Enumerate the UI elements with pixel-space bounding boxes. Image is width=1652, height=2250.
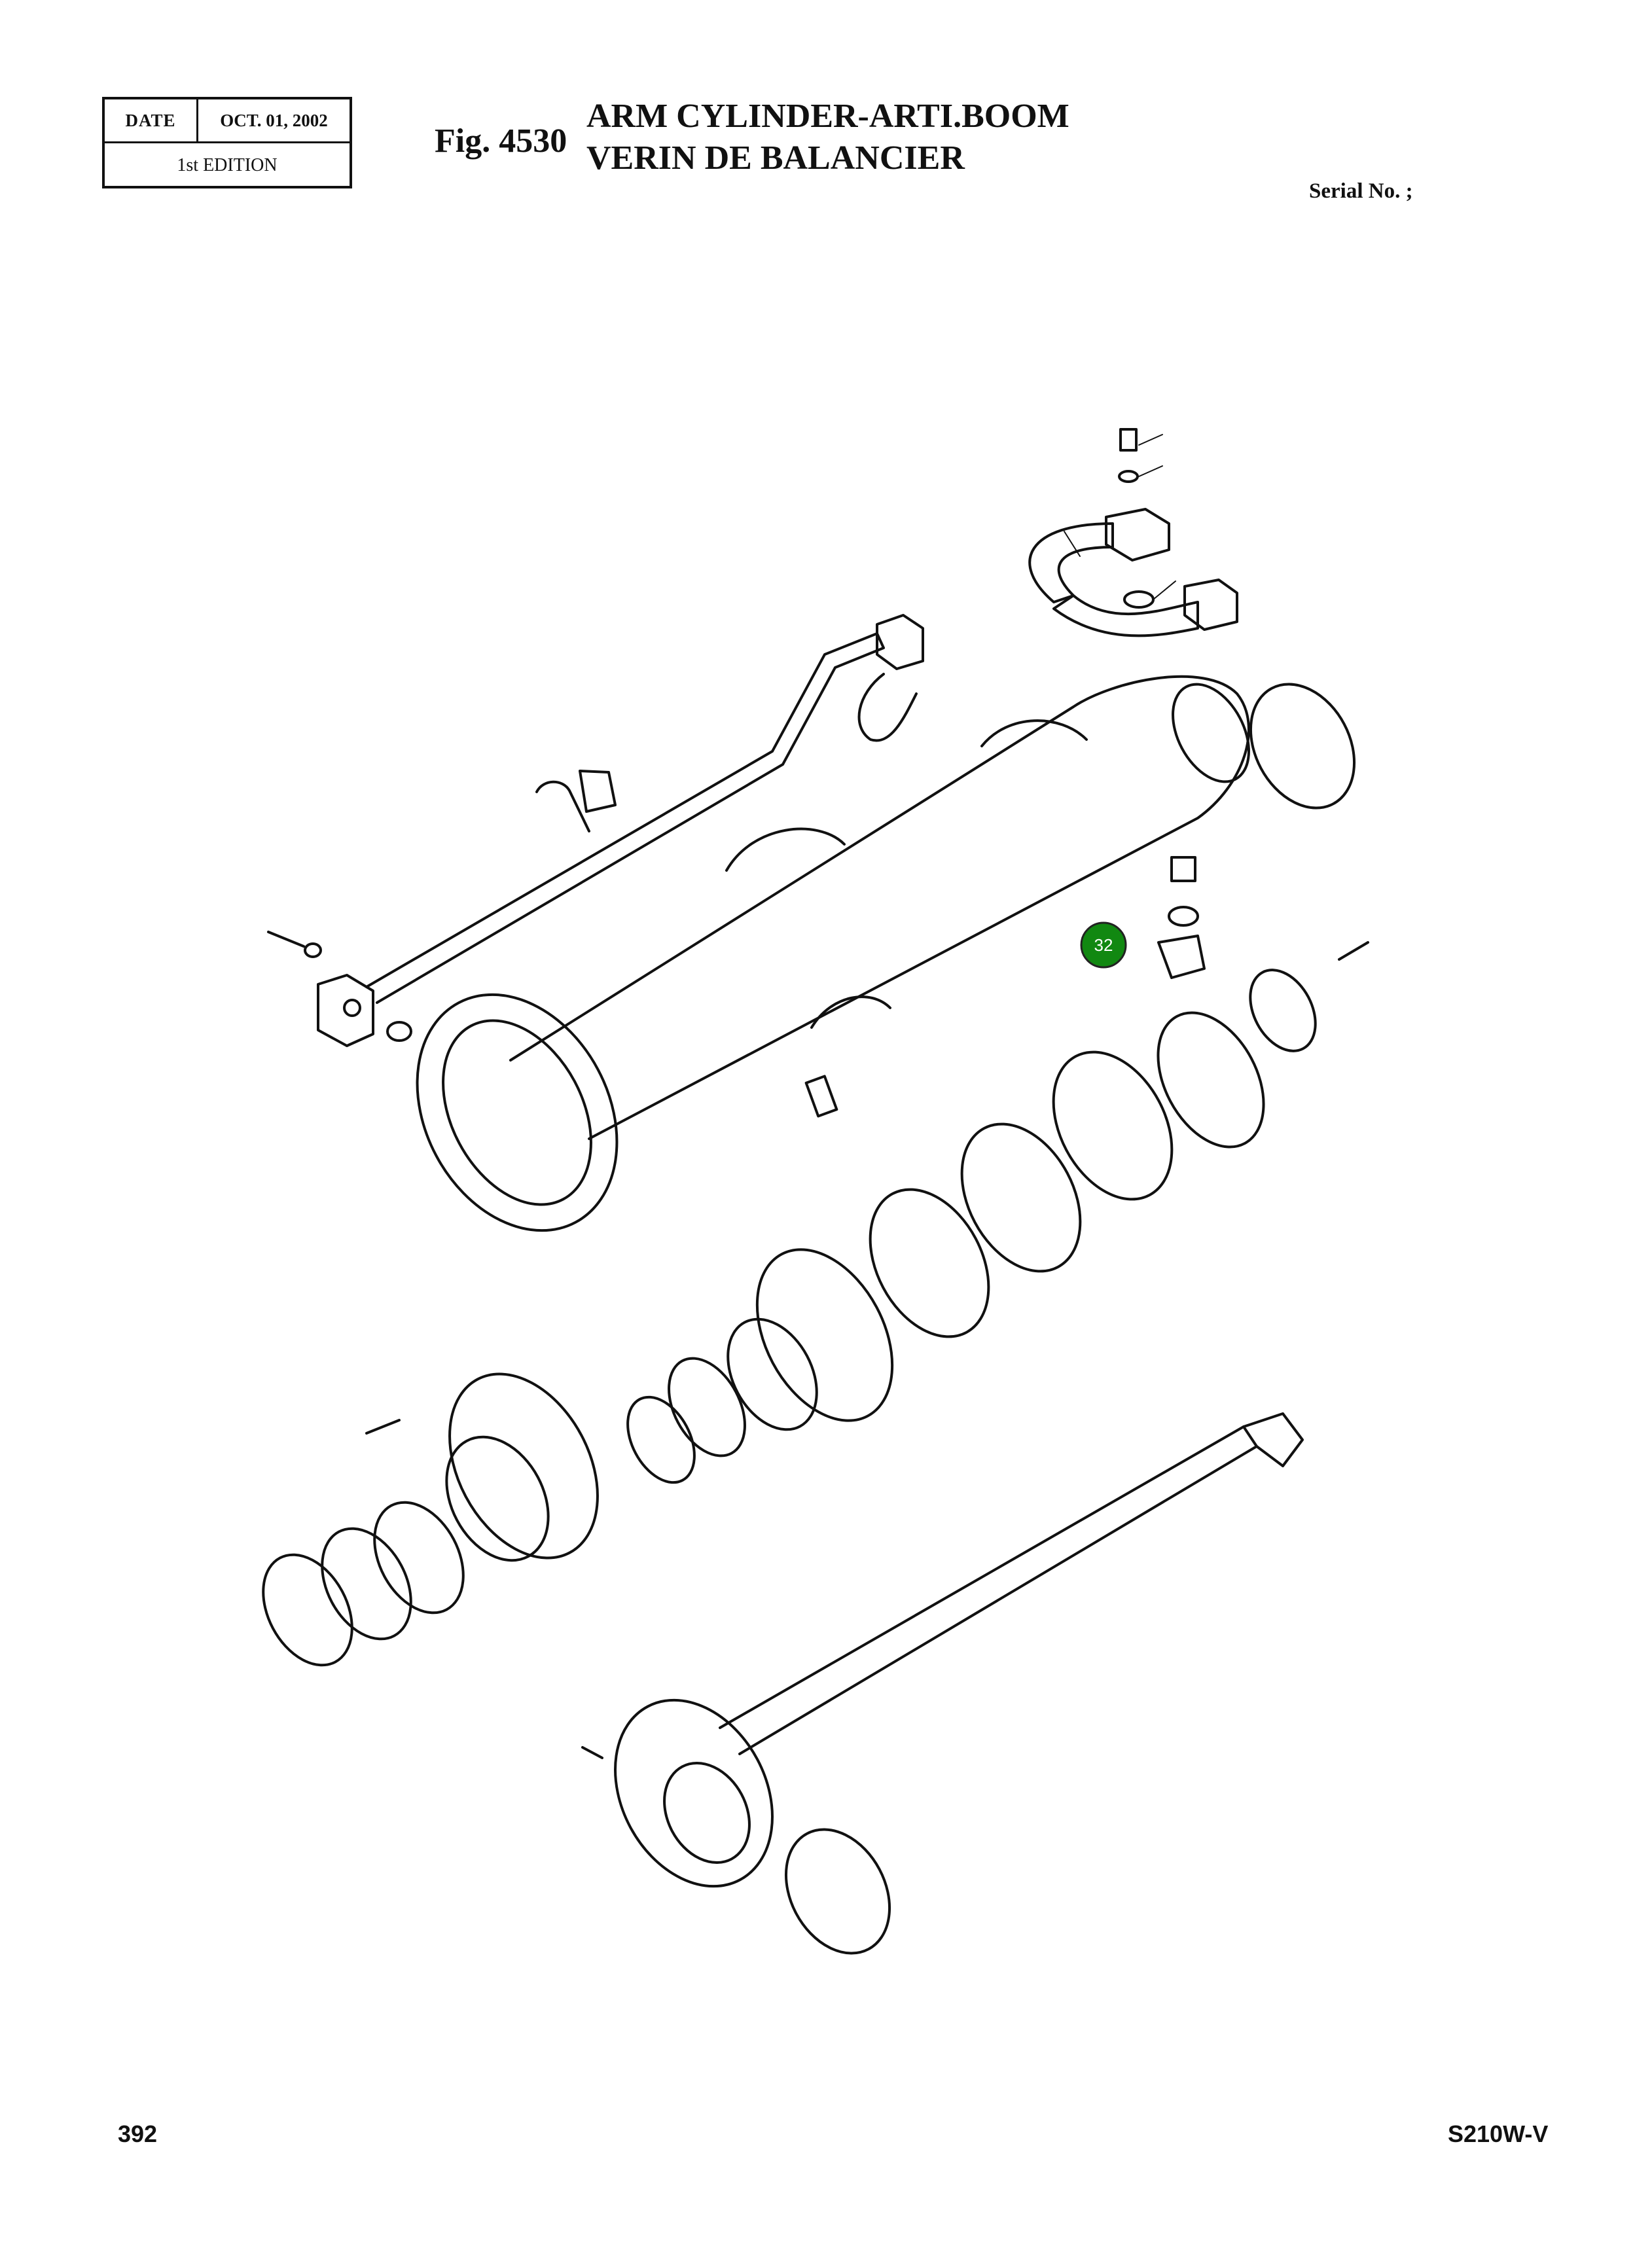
figure-title-english: ARM CYLINDER-ARTI.BOOM — [586, 98, 1069, 135]
o-ring-small — [626, 1395, 696, 1484]
model-label: S210W-V — [1448, 2120, 1549, 2147]
cylinder-head-end — [416, 993, 619, 1232]
date-value: OCT. 01, 2002 — [220, 110, 328, 130]
top-pipe-bolt — [1119, 428, 1138, 452]
figure-title-french: VERIN DE BALANCIER — [586, 139, 965, 177]
cushion-ring — [1052, 1050, 1174, 1201]
date-label: DATE — [105, 99, 198, 141]
lower-clamp — [810, 995, 891, 1029]
check-valve-body — [1157, 935, 1206, 979]
figure-number: Fig. 4530 — [435, 122, 567, 160]
flange-bolt — [267, 931, 305, 948]
piston — [1157, 1011, 1265, 1149]
callout-badge — [1080, 921, 1127, 969]
piston-rod — [581, 1412, 1304, 1955]
cylinder-barrel-outline — [509, 675, 1250, 1140]
cylinder-tube — [416, 675, 1356, 1232]
rod-seal — [373, 1501, 465, 1615]
u-bolt — [857, 673, 918, 742]
rod-eye-bushing — [1249, 683, 1356, 810]
check-valve-cap — [1170, 856, 1196, 882]
date-row: DATE OCT. 01, 2002 — [105, 99, 350, 143]
grease-nipple — [581, 1746, 603, 1759]
o-ring-large — [727, 1317, 818, 1431]
edition-label: 1st EDITION — [177, 155, 278, 175]
rod-cover — [448, 1372, 599, 1560]
check-valve-spring — [1168, 906, 1199, 927]
callout-32: 32 — [1080, 921, 1127, 969]
piston-rod-thread — [1242, 1412, 1304, 1467]
long-pipe-tube — [365, 632, 885, 1004]
rod-cover-assembly — [262, 1372, 599, 1667]
piston-nut — [1249, 969, 1317, 1052]
top-pipe-washer — [1118, 470, 1139, 483]
callout-label: 32 — [1094, 935, 1113, 955]
cylinder-eye-bore — [1172, 683, 1250, 783]
rod-bushing — [668, 1357, 746, 1457]
u-bend-pipe — [1028, 522, 1114, 603]
tube-band-clamp — [980, 719, 1088, 747]
backup-ring — [755, 1248, 894, 1422]
piston-rod-shaft — [719, 1425, 1258, 1755]
u-bend-pipe-lower — [1052, 594, 1199, 637]
pipe-clamp — [579, 770, 617, 813]
bracket-bolt — [535, 780, 590, 832]
piston-seal — [960, 1122, 1082, 1273]
serial-number-label: Serial No. ; — [1309, 179, 1413, 203]
page-number: 392 — [118, 2120, 158, 2147]
long-pipe-flange-bottom — [317, 974, 374, 1047]
long-pipe-flange-top — [876, 614, 924, 670]
piston-assembly — [626, 941, 1369, 1484]
date-box: DATE OCT. 01, 2002 1st EDITION — [102, 97, 352, 188]
buffer-ring — [321, 1527, 412, 1641]
flange-o-ring — [386, 1021, 412, 1042]
flange-bolt-washer — [304, 942, 322, 958]
flange-bolt-hole — [343, 999, 361, 1017]
clamp-bolt — [804, 1075, 838, 1118]
rod-end-bushing — [784, 1828, 891, 1955]
cylinder-head-bore — [442, 1019, 592, 1206]
head-bolt — [365, 1419, 401, 1435]
dust-wiper — [262, 1553, 353, 1667]
rod-cover-bore — [445, 1435, 550, 1562]
top-pipe-assembly — [1028, 428, 1238, 637]
long-pipe — [267, 614, 924, 1047]
rod-eye — [614, 1698, 774, 1888]
top-pipe-flange-upper — [1105, 508, 1170, 562]
wear-ring — [869, 1188, 990, 1338]
set-screw — [1338, 941, 1369, 961]
rod-eye-bore — [663, 1761, 751, 1865]
top-pipe-o-ring — [1123, 590, 1155, 609]
pipe-band-clamp — [725, 827, 846, 872]
top-pipe-flange-lower — [1183, 579, 1238, 631]
